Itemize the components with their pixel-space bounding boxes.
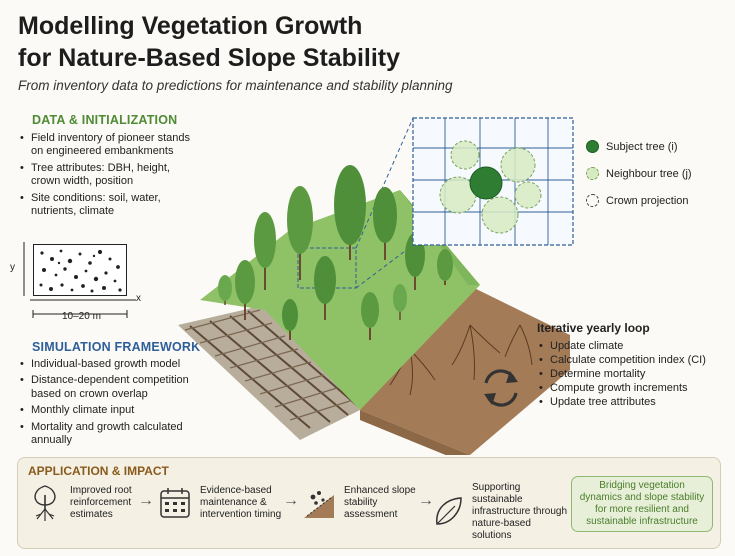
list-item: Field inventory of pioneer stands on eng…: [20, 132, 190, 159]
slope-illustration: [178, 117, 574, 455]
slope-stability-icon: [300, 482, 338, 524]
arrow-right-icon: →: [418, 492, 434, 509]
neighbour-tree-icon: [586, 167, 599, 180]
tree-positions: [39, 249, 122, 293]
loop-title: Iterative yearly loop: [537, 321, 650, 335]
simulation-heading: SIMULATION FRAMEWORK: [32, 340, 201, 354]
arrow-right-icon: →: [283, 492, 299, 509]
trees: [218, 165, 453, 340]
list-item: Mortality and growth calculated annually: [20, 421, 208, 448]
impact-item-roots: Improved root reinforcement estimates: [26, 482, 145, 524]
impact-item-maintenance: Evidence-based maintenance & interventio…: [156, 482, 290, 524]
data-init-heading: DATA & INITIALIZATION: [32, 113, 178, 127]
plot-inventory-map: [33, 244, 127, 296]
page-subtitle: From inventory data to predictions for m…: [18, 78, 453, 93]
list-item: Tree attributes: DBH, height, crown widt…: [20, 162, 190, 189]
list-item: Individual-based growth model: [20, 358, 208, 372]
list-item: Compute growth increments: [539, 382, 729, 395]
simulation-list: Individual-based growth model Distance-d…: [20, 358, 208, 450]
arrow-right-icon: →: [138, 492, 154, 509]
legend: Subject tree (i) Neighbour tree (j) Crow…: [586, 133, 692, 214]
plot-y-label: y: [10, 262, 15, 273]
railway-bed: [178, 305, 360, 440]
list-item: Site conditions: soil, water, nutrients,…: [20, 192, 190, 219]
cycle-icon: [484, 369, 518, 407]
application-panel: APPLICATION & IMPACT Improved root reinf…: [17, 457, 721, 549]
subject-tree-icon: [586, 140, 599, 153]
page-title: Modelling Vegetation Growth for Nature-B…: [18, 10, 518, 74]
list-item: Calculate competition index (CI): [539, 354, 729, 367]
calendar-icon: [156, 482, 194, 524]
legend-subject: Subject tree (i): [586, 133, 692, 160]
competition-grid-zoom: [412, 117, 574, 246]
title-line-1: Modelling Vegetation Growth: [18, 12, 363, 40]
loop-list: Update climate Calculate competition ind…: [539, 340, 729, 410]
crown-projection-icon: [586, 194, 599, 207]
railway-track: [189, 310, 361, 429]
title-line-2: for Nature-Based Slope Stability: [18, 44, 401, 72]
data-init-list: Field inventory of pioneer stands on eng…: [20, 132, 190, 221]
railway-sleepers: [184, 309, 351, 421]
root-tree-icon: [26, 482, 64, 524]
legend-crown: Crown projection: [586, 187, 692, 214]
list-item: Distance-dependent competition based on …: [20, 374, 208, 401]
application-heading: APPLICATION & IMPACT: [28, 464, 169, 478]
list-item: Monthly climate input: [20, 404, 208, 418]
impact-item-sustainable: Supporting sustainable infrastructure th…: [428, 482, 570, 542]
soil-section: [325, 285, 570, 455]
plot-x-label: x: [136, 293, 141, 304]
list-item: Update tree attributes: [539, 396, 729, 409]
legend-neighbour: Neighbour tree (j): [586, 160, 692, 187]
list-item: Update climate: [539, 340, 729, 353]
plot-dimension: 10–20 m: [62, 311, 101, 322]
leaf-icon: [428, 491, 466, 533]
plot-axes: [23, 242, 136, 318]
impact-highlight: Bridging vegetation dynamics and slope s…: [571, 476, 713, 532]
list-item: Determine mortality: [539, 368, 729, 381]
impact-item-stability: Enhanced slope stability assessment: [300, 482, 424, 524]
